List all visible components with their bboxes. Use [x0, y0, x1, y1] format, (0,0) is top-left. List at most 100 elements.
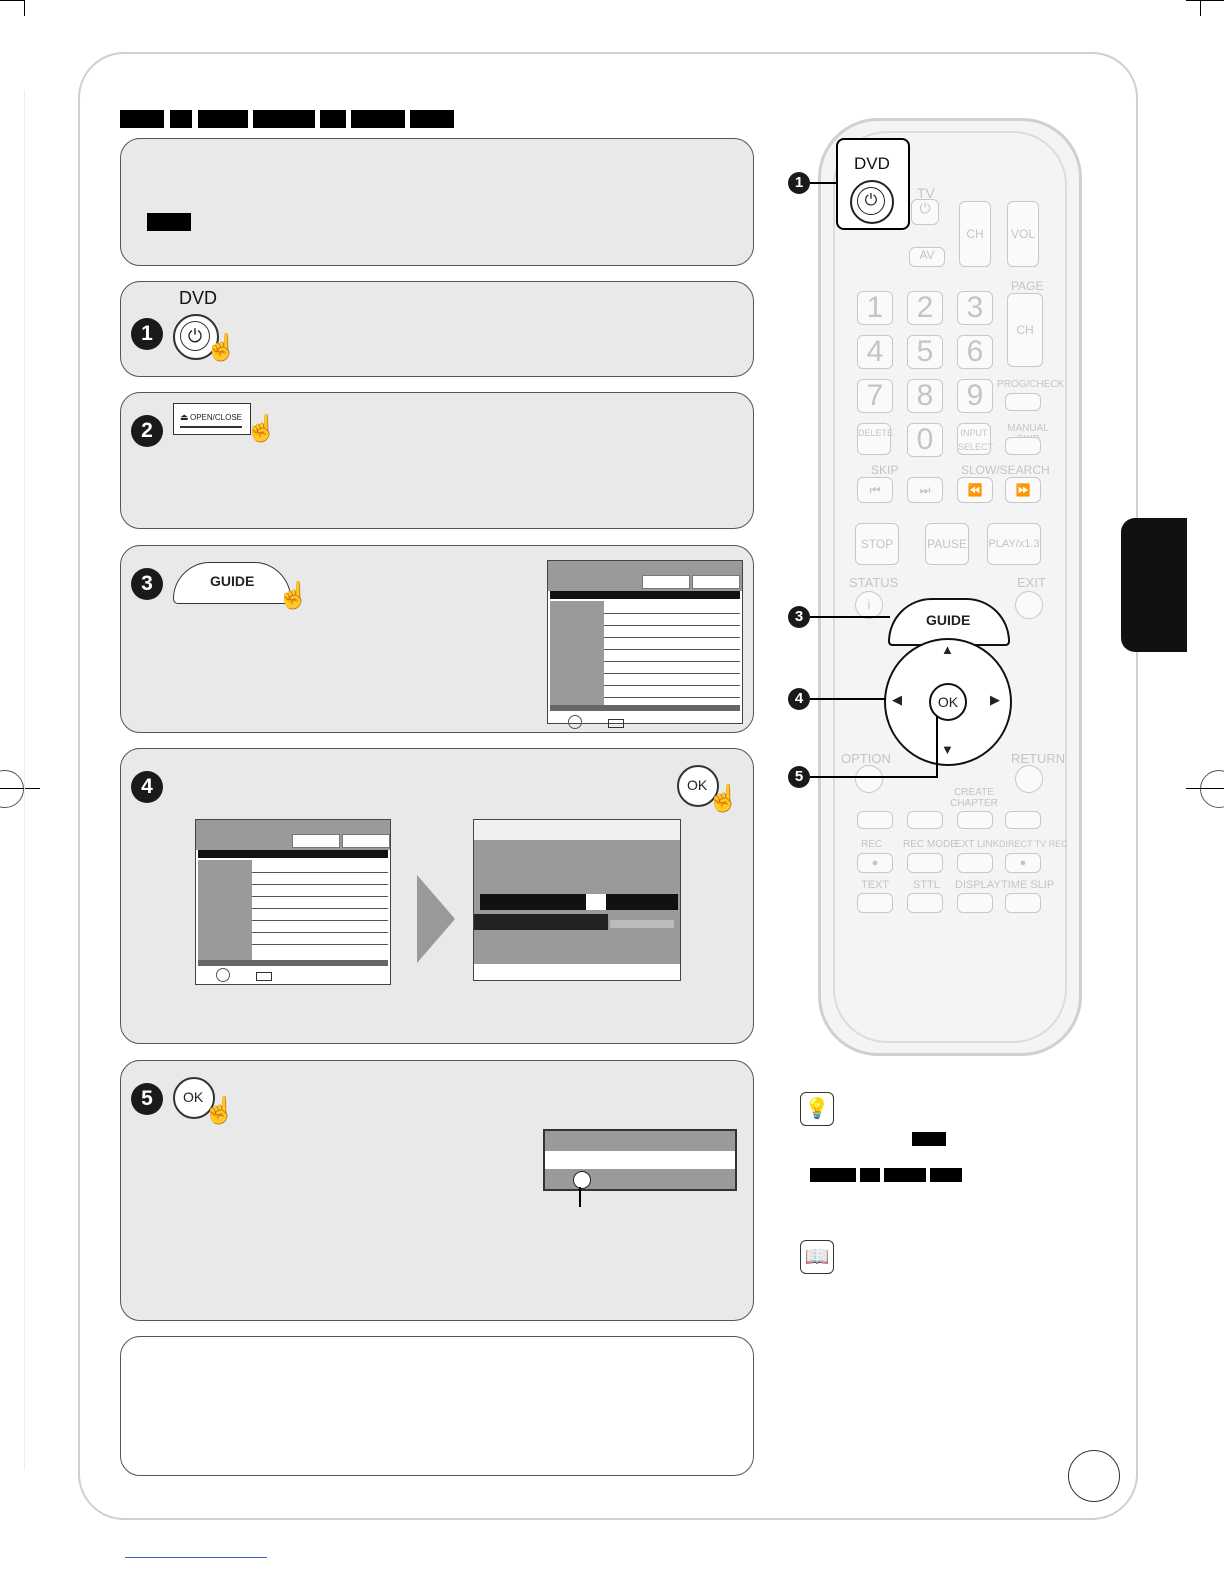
redacted-heading — [410, 110, 454, 128]
rewind-button[interactable]: ⏪ — [957, 477, 993, 503]
program-grid — [604, 601, 740, 705]
channel-column — [198, 860, 252, 960]
section-tab — [1121, 518, 1187, 652]
manual-skip-button[interactable] — [1005, 437, 1041, 455]
remote-control: TV ⏻ AV CH VOL PAGE CH 1 2 3 4 5 6 7 8 9… — [818, 118, 1082, 1056]
screen-timebar — [198, 850, 388, 858]
right-arrow-icon: ▶ — [990, 692, 1000, 707]
arrow-right-icon — [417, 875, 455, 963]
red-button[interactable] — [857, 811, 893, 829]
callout-number: 3 — [788, 606, 810, 628]
power-icon: ⏻ — [180, 321, 210, 351]
navigation-icon — [568, 715, 582, 729]
ok-label: OK — [687, 777, 708, 793]
guide-button[interactable]: GUIDE — [173, 562, 291, 604]
step-number: 5 — [131, 1083, 163, 1115]
step-number: 4 — [131, 771, 163, 803]
time-slip-button[interactable] — [1005, 893, 1041, 913]
green-button[interactable] — [907, 811, 943, 829]
digit-1-button[interactable]: 1 — [857, 291, 893, 325]
input-select-button[interactable]: INPUT SELECT — [957, 423, 993, 455]
option-button[interactable] — [855, 765, 883, 793]
skip-forward-button[interactable]: ⏭ — [907, 477, 943, 503]
directional-pad[interactable]: ▲ ▼ ◀ ▶ OK — [884, 638, 1012, 766]
callout-line — [810, 776, 938, 778]
down-arrow-icon: ▼ — [941, 742, 954, 757]
intro-panel — [120, 138, 754, 266]
display-button[interactable] — [957, 893, 993, 913]
selected-row — [480, 894, 678, 910]
text-button[interactable] — [857, 893, 893, 913]
power-icon: ⏻ — [857, 187, 885, 215]
prog-check-button[interactable] — [1005, 393, 1041, 411]
digit-6-button[interactable]: 6 — [957, 335, 993, 369]
tip-icon: 💡 — [800, 1092, 834, 1126]
redacted-text — [884, 1168, 926, 1182]
dvd-remote-power-button[interactable]: ⏻ — [850, 180, 894, 224]
fast-forward-button[interactable]: ⏩ — [1005, 477, 1041, 503]
yellow-button[interactable] — [957, 811, 993, 829]
screen-tab — [292, 834, 340, 848]
crop-mark — [0, 788, 40, 789]
step3-panel: 3 GUIDE ☝ — [120, 545, 754, 733]
open-close-button[interactable]: ⏏ OPEN/CLOSE — [173, 403, 251, 435]
return-button[interactable] — [1015, 765, 1043, 793]
program-row — [545, 1169, 735, 1189]
dvd-power-button[interactable]: ⏻ — [173, 314, 219, 360]
volume-rocker[interactable]: VOL — [1007, 201, 1039, 267]
digit-8-button[interactable]: 8 — [907, 379, 943, 413]
rec-button[interactable]: ● — [857, 853, 893, 873]
hand-pointer-icon: ☝ — [203, 1095, 236, 1125]
rec-mode-button[interactable] — [907, 853, 943, 873]
dvd-remote-label: DVD — [854, 154, 890, 173]
time-slip-label: TIME SLIP — [1001, 879, 1055, 891]
eject-icon: ⏏ — [180, 412, 189, 422]
open-close-label: OPEN/CLOSE — [190, 413, 243, 422]
exit-button[interactable] — [1015, 591, 1043, 619]
digit-4-button[interactable]: 4 — [857, 335, 893, 369]
ok-button[interactable]: OK — [173, 1077, 215, 1119]
ok-remote-button[interactable]: OK — [929, 683, 967, 721]
info-box — [256, 972, 272, 981]
stop-button[interactable]: STOP — [855, 523, 899, 565]
play-button[interactable]: PLAY/x1.3 — [987, 523, 1041, 565]
channel-rocker[interactable]: CH — [959, 201, 991, 267]
channel-column — [550, 601, 604, 705]
dvd-label: DVD — [179, 288, 218, 308]
sttl-label: STTL — [913, 879, 940, 891]
digit-2-button[interactable]: 2 — [907, 291, 943, 325]
av-button[interactable]: AV — [909, 247, 945, 267]
crop-mark — [0, 0, 24, 1]
skip-back-button[interactable]: ⏮ — [857, 477, 893, 503]
sttl-button[interactable] — [907, 893, 943, 913]
rec-mode-label: REC MODE — [903, 839, 957, 850]
field-bar — [610, 920, 674, 928]
hand-pointer-icon: ☝ — [205, 332, 238, 362]
digit-7-button[interactable]: 7 — [857, 379, 893, 413]
digit-5-button[interactable]: 5 — [907, 335, 943, 369]
status-button[interactable]: i — [855, 591, 883, 619]
tv-power-button[interactable]: ⏻ — [911, 199, 939, 225]
delete-button[interactable]: DELETE — [857, 423, 893, 455]
exit-label: EXIT — [1017, 575, 1046, 590]
redacted-heading — [253, 110, 315, 128]
direct-tv-rec-button[interactable]: ● — [1005, 853, 1041, 873]
pause-button[interactable]: PAUSE — [925, 523, 969, 565]
redacted-text — [810, 1168, 856, 1182]
ext-link-button[interactable] — [957, 853, 993, 873]
guide-remote-label: GUIDE — [926, 612, 971, 628]
blue-button[interactable] — [1005, 811, 1041, 829]
callout-line — [810, 616, 890, 618]
page-channel-rocker[interactable]: CH — [1007, 293, 1043, 367]
timer-icon — [573, 1171, 591, 1189]
callout-line — [810, 182, 836, 184]
digit-9-button[interactable]: 9 — [957, 379, 993, 413]
screen-title-bar — [474, 820, 680, 840]
hand-pointer-icon: ☝ — [707, 783, 740, 813]
callout-number: 1 — [788, 172, 810, 194]
tv-guide-screen — [547, 560, 743, 729]
digit-3-button[interactable]: 3 — [957, 291, 993, 325]
digit-0-button[interactable]: 0 — [907, 423, 943, 457]
ok-button[interactable]: OK — [677, 765, 719, 807]
redacted-heading — [198, 110, 248, 128]
